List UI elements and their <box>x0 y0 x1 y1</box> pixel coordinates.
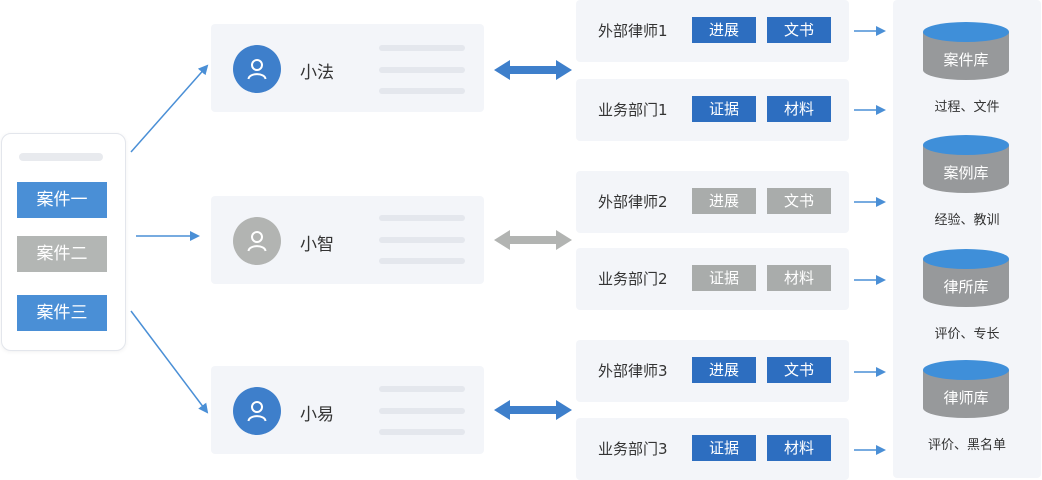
placeholder-line <box>379 386 465 392</box>
user-icon <box>233 217 281 265</box>
dept-card-business-1[interactable]: 业务部门1 证据 材料 <box>576 79 849 141</box>
placeholder-line <box>379 88 465 94</box>
database-name[interactable]: 案例库 <box>943 164 989 182</box>
database-icon <box>923 249 1009 307</box>
double-arrow-xiaofa <box>494 60 572 80</box>
tag-progress[interactable]: 进展 <box>692 357 756 383</box>
database-icon <box>923 360 1009 418</box>
placeholder-line <box>379 237 465 243</box>
placeholder-line <box>379 408 465 414</box>
tag-progress[interactable]: 进展 <box>692 17 756 43</box>
person-card-xiaoyi[interactable]: 小易 <box>211 366 484 454</box>
user-icon <box>233 387 281 435</box>
dept-card-business-3[interactable]: 业务部门3 证据 材料 <box>576 418 849 480</box>
tag-materials[interactable]: 材料 <box>767 265 831 291</box>
person-name: 小智 <box>300 235 334 255</box>
arrow-case-to-xiaofa <box>130 64 209 153</box>
dept-name: 外部律师3 <box>598 362 668 380</box>
tag-materials[interactable]: 材料 <box>767 96 831 122</box>
tag-evidence[interactable]: 证据 <box>692 96 756 122</box>
dept-name: 业务部门1 <box>598 101 668 119</box>
tag-documents[interactable]: 文书 <box>767 17 831 43</box>
database-name[interactable]: 律师库 <box>943 389 989 407</box>
person-name: 小易 <box>300 405 334 425</box>
dept-card-business-2[interactable]: 业务部门2 证据 材料 <box>576 248 849 310</box>
placeholder-line <box>379 258 465 264</box>
person-name: 小法 <box>300 63 334 83</box>
database-panel: 案件库 过程、文件 案例库 经验、教训 律所库 评价、专长 律师库 评价、黑名单 <box>893 0 1041 478</box>
database-icon <box>923 22 1009 80</box>
tag-evidence[interactable]: 证据 <box>692 265 756 291</box>
double-arrow-xiaozhi <box>494 230 572 250</box>
case-button-3[interactable]: 案件三 <box>17 295 107 331</box>
tag-materials[interactable]: 材料 <box>767 435 831 461</box>
database-caption: 过程、文件 <box>934 100 1000 115</box>
tag-documents[interactable]: 文书 <box>767 357 831 383</box>
double-arrow-xiaoyi <box>494 400 572 420</box>
dept-card-lawyer-3[interactable]: 外部律师3 进展 文书 <box>576 340 849 402</box>
dept-name: 外部律师1 <box>598 22 668 40</box>
dept-card-lawyer-2[interactable]: 外部律师2 进展 文书 <box>576 171 849 233</box>
tag-evidence[interactable]: 证据 <box>692 435 756 461</box>
person-card-xiaozhi[interactable]: 小智 <box>211 196 484 284</box>
placeholder-line <box>379 45 465 51</box>
placeholder-line <box>379 67 465 73</box>
case-panel-header-bar <box>19 153 103 161</box>
arrow-case-to-xiaoyi <box>130 310 209 414</box>
database-name[interactable]: 案件库 <box>943 51 989 69</box>
dept-name: 外部律师2 <box>598 193 668 211</box>
person-card-xiaofa[interactable]: 小法 <box>211 24 484 112</box>
database-caption: 经验、教训 <box>934 213 1000 228</box>
placeholder-line <box>379 429 465 435</box>
case-button-1[interactable]: 案件一 <box>17 182 107 218</box>
database-caption: 评价、专长 <box>934 327 1000 342</box>
database-caption: 评价、黑名单 <box>927 438 1006 453</box>
tag-progress[interactable]: 进展 <box>692 188 756 214</box>
case-panel: 案件一 案件二 案件三 <box>1 133 126 351</box>
dept-name: 业务部门3 <box>598 440 668 458</box>
placeholder-line <box>379 215 465 221</box>
database-name[interactable]: 律所库 <box>943 278 989 296</box>
dept-card-lawyer-1[interactable]: 外部律师1 进展 文书 <box>576 0 849 62</box>
dept-name: 业务部门2 <box>598 270 668 288</box>
user-icon <box>233 45 281 93</box>
database-icon <box>923 135 1009 193</box>
case-button-2[interactable]: 案件二 <box>17 236 107 272</box>
tag-documents[interactable]: 文书 <box>767 188 831 214</box>
